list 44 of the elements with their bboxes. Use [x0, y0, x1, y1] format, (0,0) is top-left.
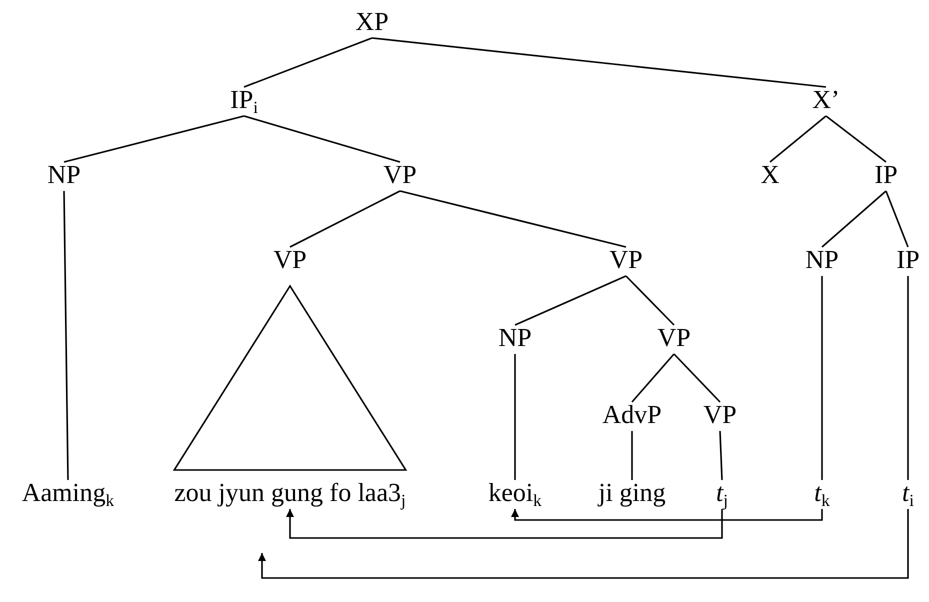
tree-node-label: AdvP: [602, 401, 662, 429]
tree-node-label: IP$_{i}$: [230, 86, 258, 114]
branch-line: [64, 115, 244, 163]
tree-node-label: X: [760, 161, 780, 189]
branch-line: [63, 190, 69, 480]
branch-line: [719, 430, 723, 480]
branch-line: [244, 115, 400, 163]
triangle-branch: [172, 284, 408, 471]
tree-node-label: t$_{k}$: [814, 479, 830, 507]
tree-node-label: Aaming$_{k}$: [22, 479, 114, 507]
branch-line: [372, 37, 826, 88]
tree-node-label: t$_{i}$: [902, 479, 914, 507]
branch-line: [290, 190, 400, 248]
tree-node-label: keoi$_{k}$: [488, 479, 542, 507]
branch-line: [514, 354, 516, 480]
branch-line: [885, 190, 909, 248]
branch-line: [400, 190, 626, 248]
movement-arrow: [286, 509, 723, 539]
branch-line: [821, 190, 887, 248]
tree-node-label: VP: [273, 246, 307, 274]
tree-node-label: IP: [896, 246, 920, 274]
branch-line: [770, 115, 826, 163]
branch-line: [514, 275, 626, 326]
branch-line: [826, 115, 886, 163]
branch-line: [244, 37, 372, 88]
movement-arrow: [511, 509, 823, 521]
tree-node-label: VP: [657, 324, 691, 352]
tree-node-label: IP: [874, 161, 898, 189]
tree-node-label: NP: [805, 246, 839, 274]
branch-line: [631, 431, 633, 480]
tree-node-label: X’: [812, 86, 840, 114]
tree-node-label: VP: [703, 401, 737, 429]
tree-node-label: NP: [47, 161, 81, 189]
tree-node-label: NP: [498, 324, 532, 352]
branch-line: [821, 276, 823, 480]
tree-node-label: VP: [383, 161, 417, 189]
tree-node-label: VP: [609, 246, 643, 274]
branch-line: [625, 275, 675, 326]
branch-line: [631, 353, 675, 403]
tree-node-label: ji ging: [598, 479, 666, 507]
branch-line: [907, 276, 909, 480]
movement-arrow: [258, 509, 909, 579]
tree-node-label: XP: [355, 8, 389, 36]
branch-line: [673, 353, 721, 403]
